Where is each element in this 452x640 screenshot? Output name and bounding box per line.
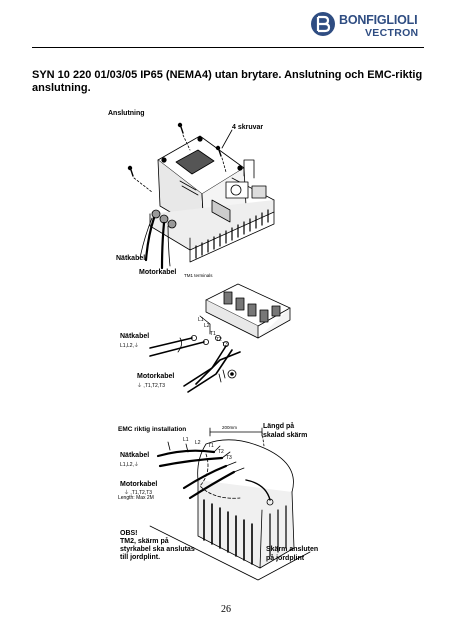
fig2-skarm-line2: på jordplint: [266, 555, 305, 562]
fig1-motorkabel2-label: Motorkabel: [137, 373, 175, 380]
fig2-skarm-line1: Skärm ansluten: [266, 546, 319, 553]
page-number: 26: [221, 604, 231, 615]
fig2-motorkabel-sub: ⏚ ,T1,T2,T3: [124, 490, 153, 496]
header-rule: [32, 47, 424, 48]
company-logo: BONFIGLIOLI VECTRON: [309, 8, 437, 42]
fig2-dimension: 200mm: [222, 425, 238, 430]
fig2-langd-line2: skalad skärm: [263, 432, 308, 439]
logo-emblem-icon: [311, 12, 335, 36]
fig1-tm1-label: TM1 terminals: [184, 273, 213, 278]
fig2-length-label: Length: Max 2M: [118, 495, 154, 501]
fig2-obs-line1: OBS!: [120, 530, 138, 537]
fig1-screws-label: 4 skruvar: [232, 124, 264, 131]
fig1-t2-label: T2: [216, 337, 222, 343]
fig2-obs-line4: till jordplint.: [120, 554, 161, 561]
fig1-natkabel2-sub: L1,L2,⏚: [120, 343, 139, 349]
fig1-title: Anslutning: [108, 110, 145, 117]
fig2-natkabel-sub: L1,L2,⏚: [120, 462, 139, 468]
fig1-l2-label: L2: [204, 323, 210, 329]
fig1-motorkabel2-sub: ⏚ ,T1,T2,T3: [137, 383, 166, 389]
fig1-t1-label: T1: [210, 331, 216, 337]
fig2-langd-line1: Längd på: [263, 423, 295, 430]
fig2-t2-label: T2: [218, 449, 224, 455]
fig1-natkabel2-label: Nätkabel: [120, 333, 150, 340]
logo-brand-text: BONFIGLIOLI: [339, 13, 418, 27]
fig2-l2-label: L2: [195, 440, 201, 446]
fig2-motorkabel-label: Motorkabel: [120, 481, 158, 488]
fig1-l1-label: L1: [198, 317, 204, 323]
logo-sub-text: VECTRON: [365, 27, 419, 39]
fig2-l1-label: L1: [183, 437, 189, 443]
fig2-title: EMC riktig installation: [118, 426, 187, 433]
emc-installation-drawing: [149, 427, 311, 581]
fig2-t3-label: T3: [226, 455, 232, 461]
fig2-natkabel-label: Nätkabel: [120, 452, 150, 459]
fig1-motorkabel-label: Motorkabel: [139, 269, 177, 276]
fig1-t3-label: T3: [222, 342, 228, 348]
section-heading: SYN 10 220 01/03/05 IP65 (NEMA4) utan br…: [32, 69, 423, 94]
terminal-block-drawing: [149, 283, 291, 393]
fig2-obs-line2: TM2, skärm på: [120, 538, 169, 545]
fig1-natkabel-label: Nätkabel: [116, 255, 146, 262]
fig2-t1-label: T1: [208, 443, 214, 449]
fig2-obs-line3: styrkabel ska anslutas: [120, 546, 195, 553]
drive-unit-drawing: [127, 122, 275, 270]
